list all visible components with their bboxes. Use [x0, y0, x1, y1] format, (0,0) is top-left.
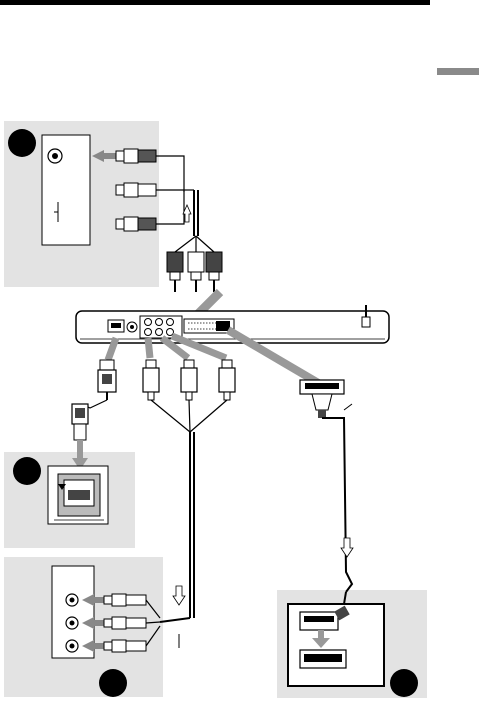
flow-arrow-icon: [92, 150, 104, 162]
rca-plug-icon: [206, 252, 222, 292]
rca-plug-icon: [116, 217, 156, 231]
rca-plug-icon: [104, 640, 146, 652]
flow-arrow-icon: [173, 586, 185, 605]
rca-plug-icon: [219, 360, 235, 400]
circle-a-icon: [8, 129, 36, 157]
flow-arrow-icon: [341, 538, 353, 557]
rca-plug-icon: [181, 360, 197, 400]
panel-c: [52, 566, 190, 697]
rca-plug-icon: [143, 360, 159, 400]
circle-b-icon: [13, 457, 41, 485]
hdmi-plug-icon: [98, 360, 116, 400]
circle-c-icon: [99, 669, 127, 697]
scart-plug-icon: [300, 380, 344, 418]
hdmi-plug-icon: [72, 404, 88, 440]
rca-plug-icon: [188, 252, 204, 292]
panel-b: [13, 457, 108, 524]
rca-plug-icon: [116, 183, 156, 197]
rca-plug-icon: [104, 617, 146, 629]
panel-a: [8, 129, 222, 292]
rca-plug-icon: [116, 149, 156, 163]
rca-plug-icon: [104, 594, 146, 606]
rca-plug-icon: [167, 252, 183, 292]
panel-d: [288, 592, 418, 697]
circle-d-icon: [390, 669, 418, 697]
dvd-player-rear-panel: [76, 305, 389, 343]
